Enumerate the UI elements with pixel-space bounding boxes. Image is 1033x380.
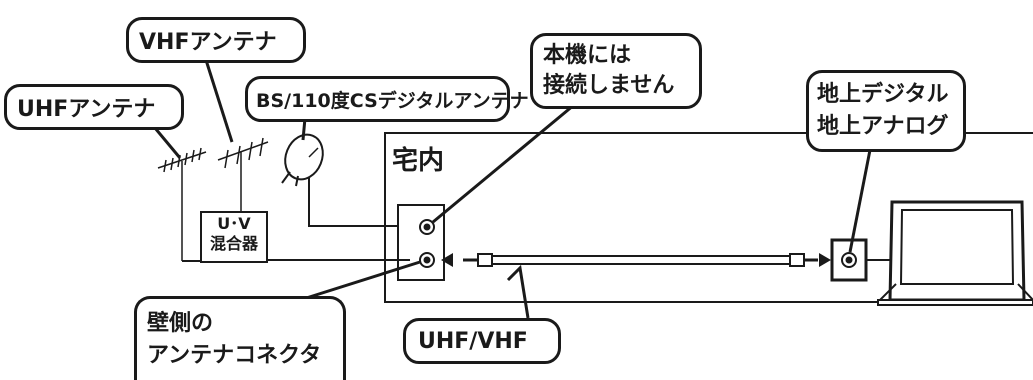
bs-cs-antenna-label: BS/110度CSデジタルアンテナ (245, 76, 529, 122)
television-icon (877, 200, 1033, 306)
uv-mixer-box (200, 211, 268, 263)
cable-label: UHF/VHF (403, 318, 561, 364)
arrow-to-tv-icon (819, 253, 831, 267)
vhf-callout-pointer (204, 59, 234, 143)
not-connected-label: 本機には 接続しません (530, 33, 702, 109)
bs-wall-terminal-icon (419, 219, 435, 235)
indoor-label: 宅内 (392, 146, 445, 176)
terrestrial-wall-terminal-icon (419, 252, 435, 268)
cable-callout-pointer (506, 264, 530, 319)
wall-connector-callout-pointer (299, 260, 421, 302)
bs-antenna-cable (308, 178, 398, 227)
not-connected-callout-pointer (432, 98, 581, 224)
uv-mixer-label: U･V 混合器 (209, 214, 258, 253)
indoor-area-outline (384, 132, 1033, 303)
wall-connector-label: 壁側の アンテナコネクタ (134, 296, 346, 380)
tv-callout-pointer (848, 149, 872, 253)
tv-signal-label: 地上デジタル 地上アナログ (806, 70, 966, 152)
vhf-antenna-icon (217, 137, 269, 212)
uhf-antenna-icon (157, 147, 207, 261)
satellite-dish-icon (281, 133, 324, 187)
uhf-antenna-label: UHFアンテナ (4, 84, 184, 130)
vhf-antenna-label: VHFアンテナ (126, 17, 306, 63)
arrow-to-wall-icon (441, 253, 453, 267)
wall-plate (397, 204, 445, 281)
coaxial-cable (463, 253, 818, 267)
